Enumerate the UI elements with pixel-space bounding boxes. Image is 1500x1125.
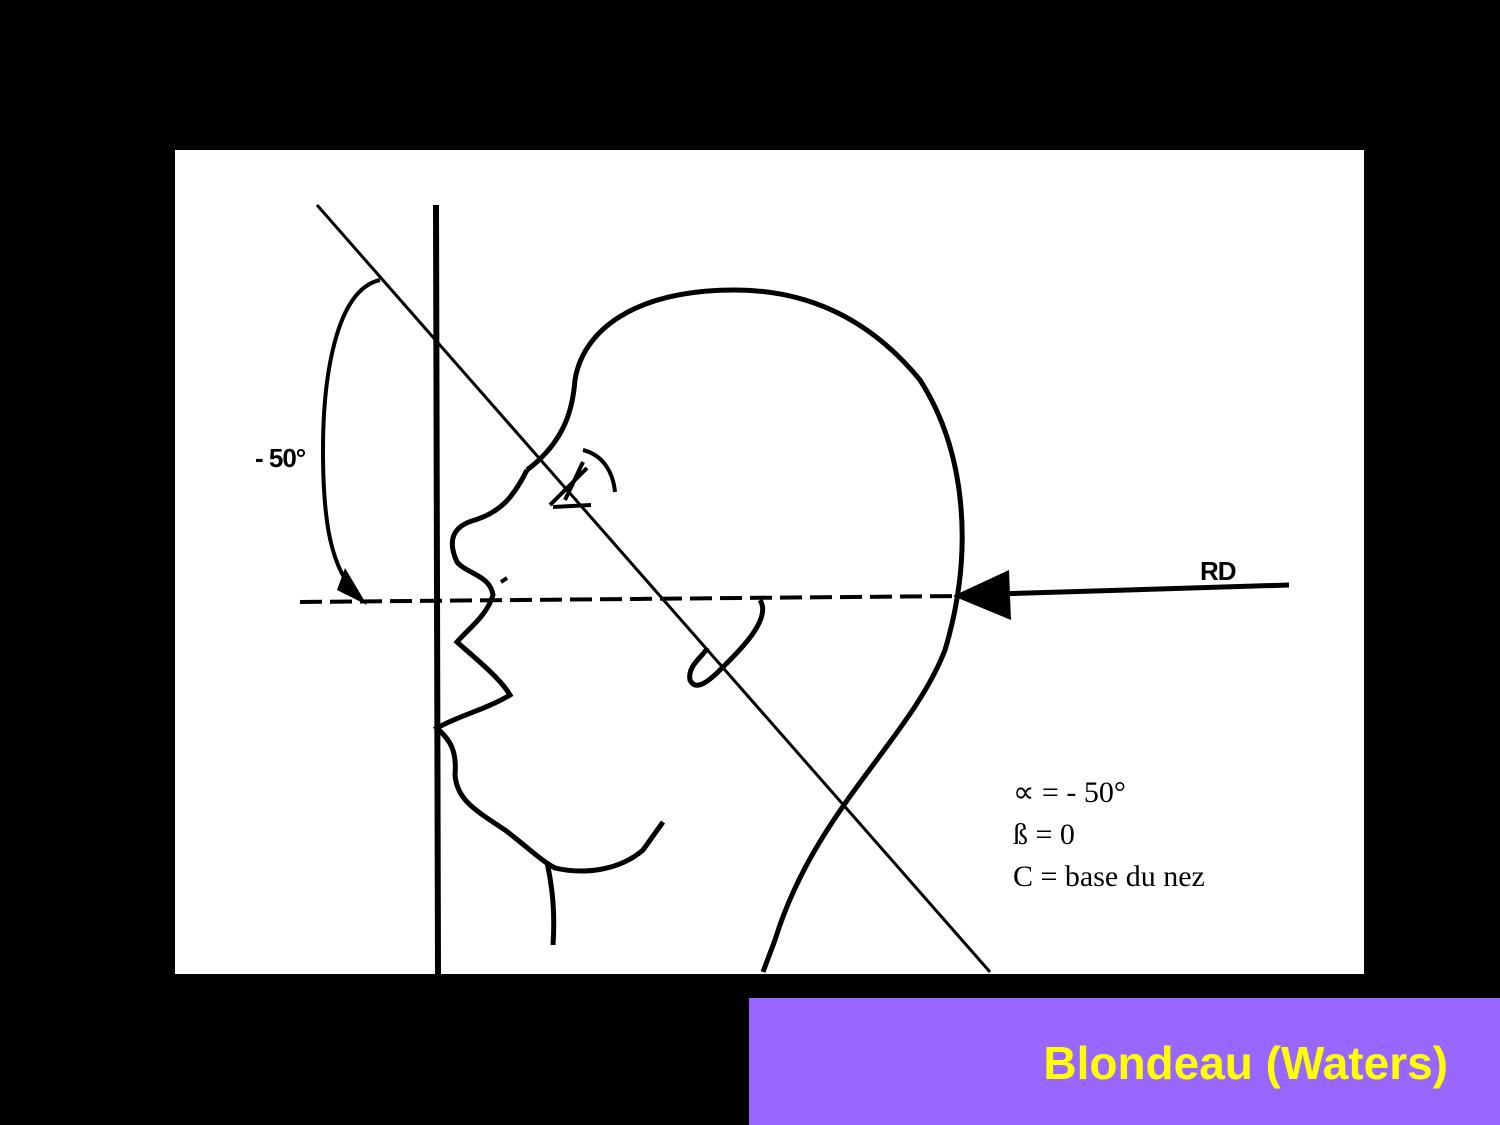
head-outline — [525, 287, 965, 973]
alpha-parameter: ∝ = - 50° — [1013, 776, 1126, 809]
neck-line — [544, 861, 557, 946]
vertical-reference-line — [433, 204, 441, 974]
ear-outline — [687, 598, 765, 688]
face-profile — [432, 468, 666, 874]
ray-label: RD — [1200, 556, 1237, 586]
beta-parameter: ß = 0 — [1013, 818, 1075, 851]
slide-caption: Blondeau (Waters) — [1043, 1037, 1448, 1089]
angle-arc-arrowhead — [337, 568, 367, 605]
incoming-ray-line — [994, 582, 1290, 597]
nose-point-mark — [499, 576, 509, 584]
angle-label: - 50° — [255, 443, 306, 473]
central-ray-dashed-line — [299, 594, 961, 604]
diagonal-arrowhead — [548, 461, 592, 509]
projection-parameters: ∝ = - 50° ß = 0 C = base du nez — [1013, 772, 1205, 898]
eye-mark — [582, 448, 617, 493]
figure-panel: - 50° RD ∝ = - 50° ß = 0 C = base du nez — [175, 150, 1364, 974]
head-projection-diagram — [299, 204, 1290, 974]
caption-box: Blondeau (Waters) — [749, 998, 1500, 1125]
incoming-ray-arrowhead — [953, 570, 1011, 620]
center-parameter: C = base du nez — [1013, 860, 1205, 893]
diagonal-projection-line — [315, 204, 992, 973]
angle-arc-arrow — [320, 278, 381, 600]
